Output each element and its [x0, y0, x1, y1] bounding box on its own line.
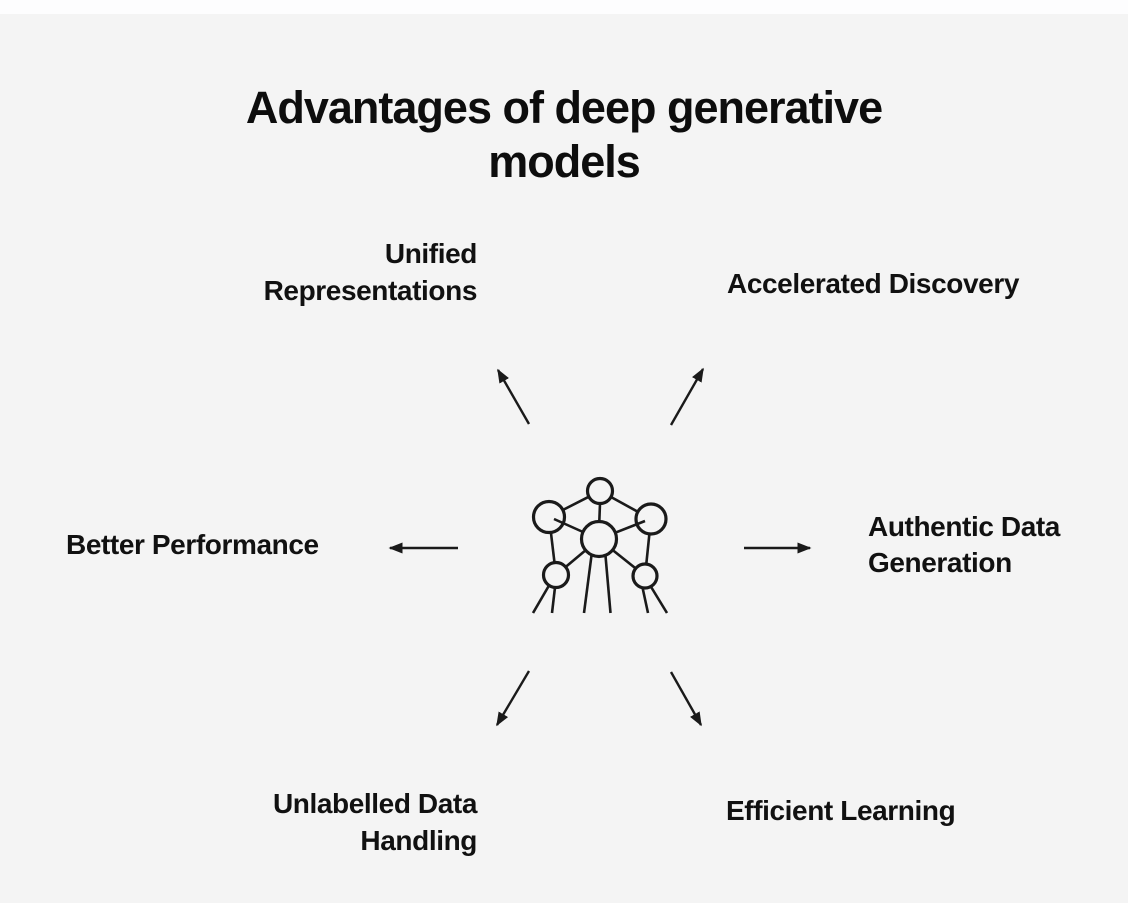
label-unified-representations: Unified Representations [263, 235, 478, 309]
top-strip [0, 0, 1128, 14]
icon-node-center [579, 519, 619, 559]
label-line: Accelerated Discovery [727, 268, 1019, 299]
label-authentic-data-generation: Authentic Data Generation [868, 509, 1060, 581]
label-better-performance: Better Performance [66, 526, 319, 563]
icon-node-bottom-left [541, 560, 571, 590]
neural-network-icon [531, 476, 669, 614]
label-accelerated-discovery: Accelerated Discovery [727, 265, 1019, 302]
icon-node-bottom-right [631, 562, 659, 590]
title-line: Advantages of deep generative [245, 82, 883, 133]
label-line: Generation [868, 547, 1012, 578]
label-line: Unlabelled Data [272, 788, 477, 819]
icon-node-right [634, 502, 668, 536]
label-line: Better Performance [66, 529, 319, 560]
label-unlabelled-data-handling: Unlabelled Data Handling [273, 785, 477, 859]
label-line: Unified [384, 238, 477, 269]
title-line: models [488, 136, 641, 187]
label-line: Efficient Learning [726, 795, 956, 826]
icon-node-top [585, 476, 615, 506]
radiating-arrows [388, 367, 812, 727]
page-title: Advantages of deep generative models [0, 81, 1128, 189]
arrow-bottom-right [669, 671, 703, 727]
label-line: Representations [263, 275, 478, 306]
icon-node-left [531, 499, 567, 535]
label-efficient-learning: Efficient Learning [726, 792, 956, 829]
label-line: Authentic Data [868, 511, 1060, 542]
label-line: Handling [360, 825, 477, 856]
arrow-top-right [669, 367, 705, 426]
arrow-bottom-left [495, 670, 531, 727]
arrow-top-left [496, 368, 531, 425]
